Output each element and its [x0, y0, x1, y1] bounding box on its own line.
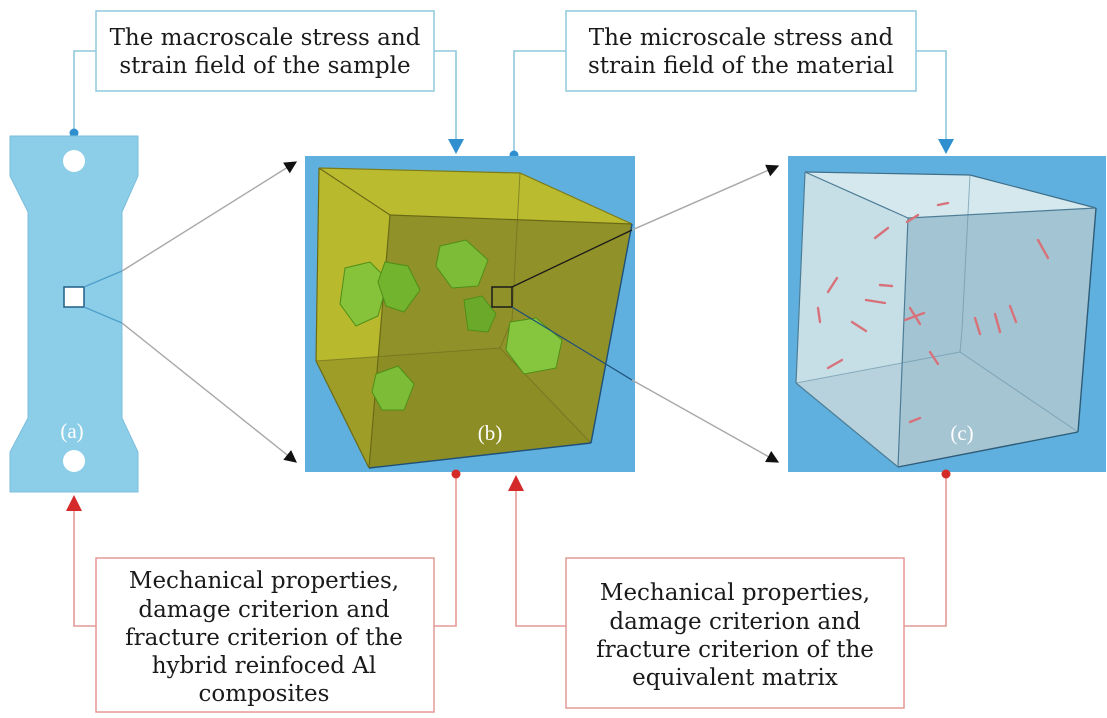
whisker-reinforcements [816, 201, 1050, 424]
macroscale-box: The macroscale stress and strain field o… [95, 10, 435, 92]
specimen-sample-square [63, 286, 85, 308]
whisker [826, 276, 839, 294]
macroscale-connector [69, 50, 464, 154]
composite-properties-line-1: Mechanical properties, [129, 568, 399, 594]
macroscale-box-line-2: strain field of the sample [119, 53, 410, 79]
matrix-properties-box: Mechanical properties, damage criterion … [565, 557, 905, 709]
whisker [816, 306, 822, 324]
whisker [993, 312, 1002, 334]
whisker [905, 213, 920, 224]
microscale-connector [509, 50, 954, 160]
matrix-properties-line-2: damage criterion and [609, 609, 861, 635]
specimen-hole-top [63, 150, 85, 172]
matrix-properties-line-4: equivalent matrix [632, 665, 838, 691]
particle [463, 295, 497, 333]
microscale-box: The microscale stress and strain field o… [565, 10, 917, 92]
matrix-properties-line-1: Mechanical properties, [600, 580, 870, 606]
whisker [973, 316, 982, 336]
macroscale-box-line-1: The macroscale stress and [110, 25, 421, 51]
whisker [1036, 238, 1050, 260]
dog-bone-specimen [9, 135, 139, 493]
composite-properties-box: Mechanical properties, damage criterion … [95, 557, 435, 713]
composite-properties-line-2: damage criterion and [138, 597, 390, 623]
matrix-panel: (c) [788, 156, 1106, 472]
matrix-properties-line-3: fracture criterion of the [596, 637, 874, 663]
reinforcement-particles [339, 239, 563, 411]
microscale-box-line-2: strain field of the material [588, 53, 894, 79]
zoom-lines-a-to-b [83, 161, 298, 463]
specimen-hole-bottom [63, 450, 85, 472]
particle [339, 261, 389, 327]
particle [435, 239, 489, 289]
panel-a-label: (a) [60, 419, 83, 443]
specimen-panel: (a) [9, 135, 139, 493]
whisker [908, 416, 922, 424]
whisker [850, 320, 868, 333]
microscale-box-line-1: The microscale stress and [589, 25, 894, 51]
whisker [1008, 304, 1018, 324]
composite-properties-line-4: hybrid reinfoced Al [152, 653, 377, 679]
whisker [873, 226, 890, 240]
composite-properties-line-3: fracture criterion of the [125, 625, 403, 651]
particle [505, 317, 563, 375]
whisker [878, 283, 894, 288]
composite-properties-connector [66, 469, 461, 627]
whisker [826, 358, 844, 370]
whisker [864, 298, 887, 305]
composite-properties-line-5: composites [199, 681, 330, 707]
particle [377, 261, 421, 313]
zoom-lines-b-to-c [511, 164, 780, 463]
whisker [908, 306, 922, 326]
panel-c-label: (c) [950, 421, 973, 445]
particle [371, 365, 415, 411]
whisker [936, 201, 950, 207]
panel-b-label: (b) [478, 421, 503, 445]
whisker [928, 350, 940, 366]
composite-panel: (b) [305, 156, 635, 472]
matrix-properties-connector [508, 469, 951, 627]
matrix-cube [795, 171, 1097, 468]
composite-zoom-square [491, 286, 513, 308]
